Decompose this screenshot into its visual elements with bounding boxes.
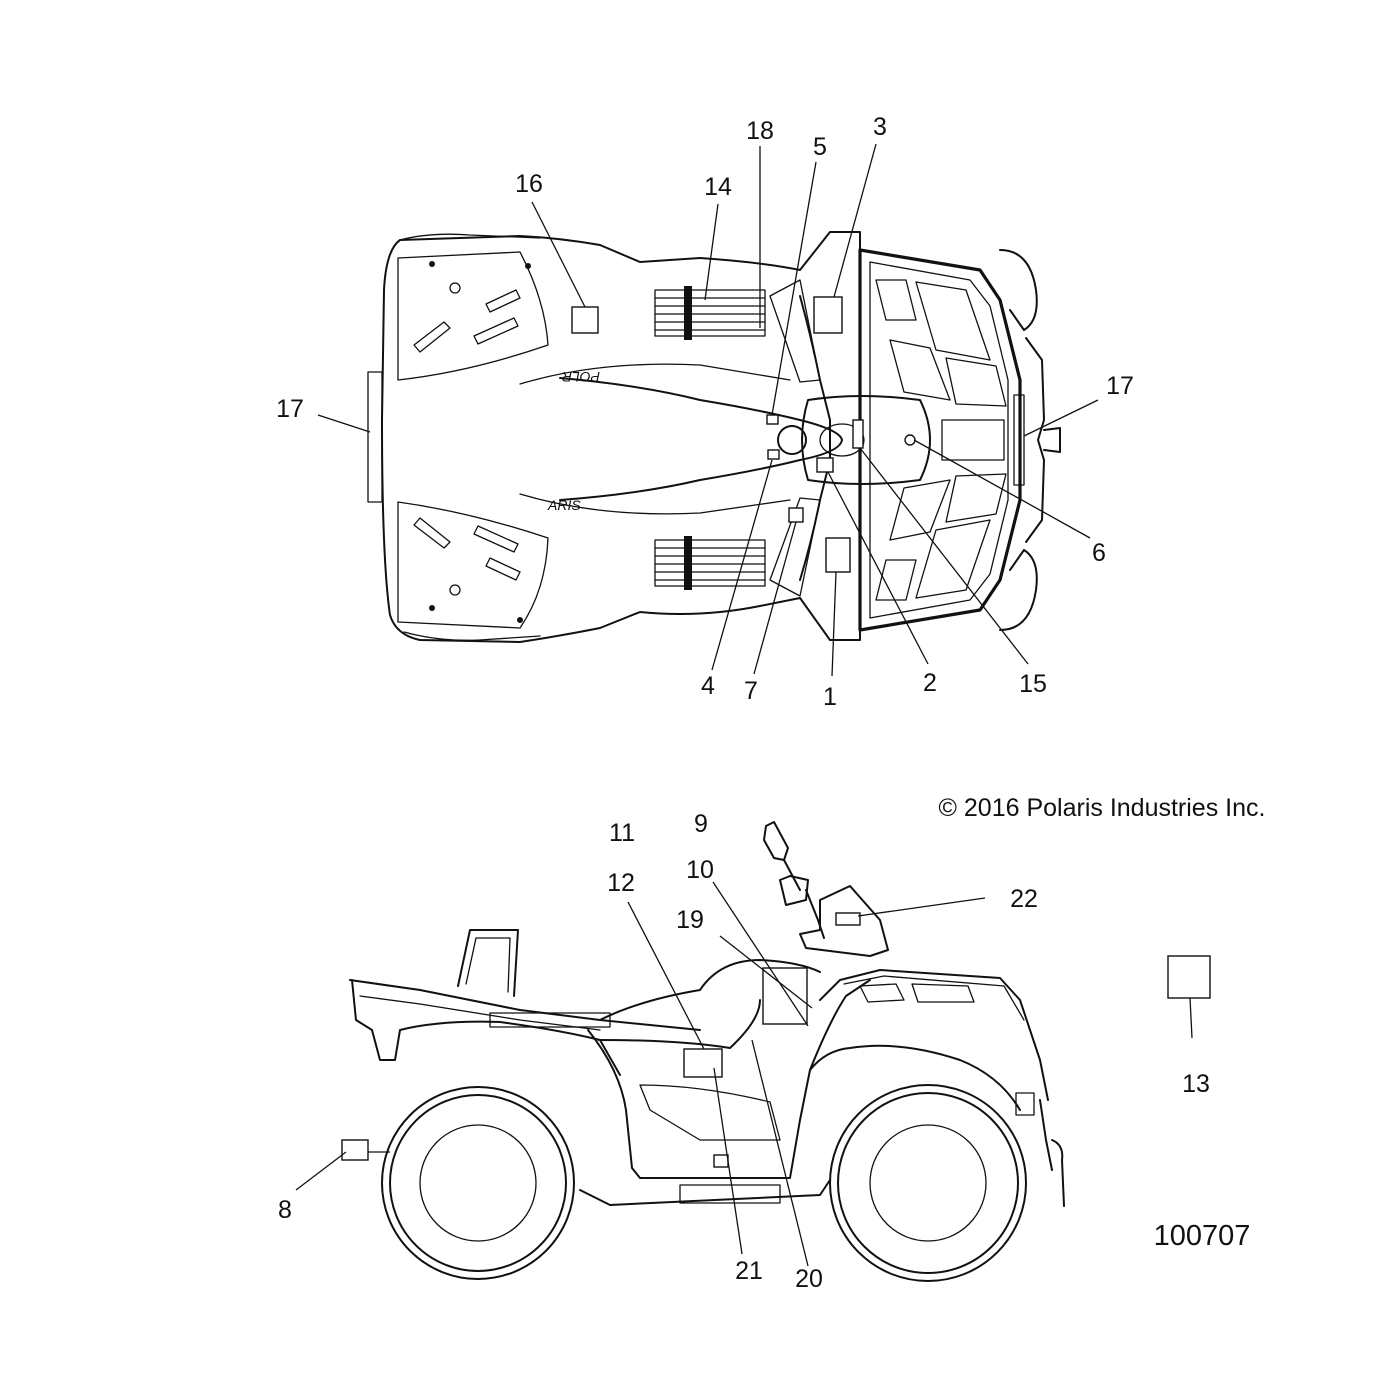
decal-8 (341, 1139, 369, 1161)
left-footrest (654, 286, 766, 340)
callout-12: 12 (607, 869, 635, 897)
decal-3 (813, 296, 843, 334)
callout-14: 14 (704, 173, 732, 201)
copyright-text: © 2016 Polaris Industries Inc. (939, 794, 1266, 822)
callout-10: 10 (686, 856, 714, 884)
callout-16: 16 (515, 170, 543, 198)
callout-20: 20 (795, 1265, 823, 1293)
callout-19: 19 (676, 906, 704, 934)
callout-9: 9 (694, 810, 708, 838)
decal-12 (683, 1048, 723, 1078)
right-footrest (654, 536, 766, 590)
decal-2 (816, 457, 834, 473)
decal-4 (767, 449, 780, 460)
atv-top-view: POLR ARIS 18 5 3 16 14 17 17 6 4 (276, 113, 1134, 711)
decal-10 (762, 967, 808, 1025)
callout-4: 4 (701, 672, 715, 700)
callout-8: 8 (278, 1196, 292, 1224)
decal-22 (835, 912, 861, 926)
decal-21 (713, 1154, 729, 1168)
callout-1: 1 (823, 683, 837, 711)
brand-mark-right: ARIS (547, 497, 581, 513)
brand-mark-left: POLR (562, 369, 600, 385)
decal-13 (1167, 955, 1211, 999)
callout-2: 2 (923, 669, 937, 697)
callout-6: 6 (1092, 539, 1106, 567)
callout-11: 11 (609, 819, 635, 847)
callout-15: 15 (1019, 670, 1047, 698)
decal-7 (788, 507, 804, 523)
decal-6 (904, 434, 916, 446)
callout-3: 3 (873, 113, 887, 141)
decal-1 (825, 537, 851, 573)
figure-number: 100707 (1154, 1220, 1251, 1252)
decal-16 (571, 306, 599, 334)
callout-17-front: 17 (1106, 372, 1134, 400)
decal-15 (852, 419, 864, 449)
callout-7: 7 (744, 677, 758, 705)
callout-21: 21 (735, 1257, 763, 1285)
atv-side-view: 11 9 12 10 19 22 13 8 21 20 (278, 810, 1211, 1293)
callout-22: 22 (1010, 885, 1038, 913)
callout-18: 18 (746, 117, 774, 145)
decal-18 (766, 414, 779, 425)
callout-13: 13 (1182, 1070, 1210, 1098)
callout-17-rear: 17 (276, 395, 304, 423)
callout-5: 5 (813, 133, 827, 161)
